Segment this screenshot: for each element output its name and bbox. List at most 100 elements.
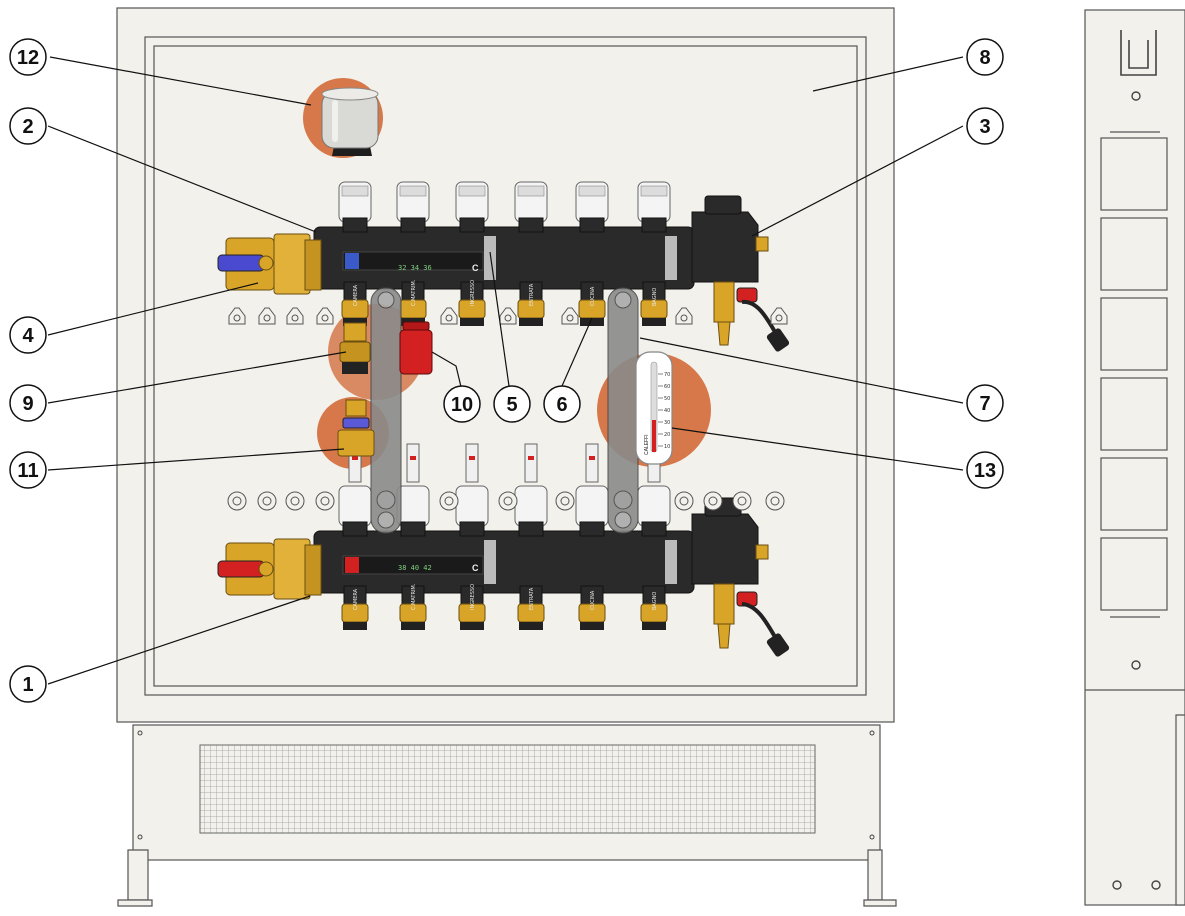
supply-ball-valve xyxy=(217,538,322,600)
callout-number: 7 xyxy=(979,393,990,415)
callout-5: 5 xyxy=(493,385,531,423)
return-ball-valve xyxy=(217,233,322,295)
flow-meter xyxy=(465,443,479,483)
fixing-eyelet xyxy=(770,307,788,325)
supply_manifold-port-label: BAGNO xyxy=(652,592,658,610)
supply_manifold-separator xyxy=(484,540,496,584)
supply_manifold-port-label: ENTRATA xyxy=(529,587,535,610)
callout-bubble xyxy=(9,316,47,354)
fixing-eyelet xyxy=(440,307,458,325)
supply_manifold-outlet-nut xyxy=(580,622,604,630)
fixing-eyelet xyxy=(257,491,277,511)
fixing-eyelet xyxy=(703,491,723,511)
fixing-eyelets-upper xyxy=(228,307,788,325)
fixing-eyelets-lower xyxy=(227,491,785,511)
cabinet-inner-frame-outer xyxy=(144,36,867,696)
thermometer-tick-label: 20 xyxy=(664,432,670,438)
callout-4: 4 xyxy=(9,316,47,354)
return_manifold-port-neck xyxy=(400,217,426,233)
supply_manifold-port-label: CUCINA xyxy=(590,590,596,610)
return_manifold-port-neck xyxy=(459,217,485,233)
return_manifold-scale-window xyxy=(342,251,484,271)
thermometer-tick-label: 60 xyxy=(664,384,670,390)
return_manifold-port-label: C.MATRIM. xyxy=(411,279,417,306)
return-brand-suffix: C xyxy=(472,263,479,273)
fixing-eyelet xyxy=(285,491,305,511)
supply_manifold-outlet-nut xyxy=(519,622,543,630)
side-slots xyxy=(1100,131,1168,618)
supply-scale-text: 38 40 42 xyxy=(398,564,432,572)
side-hook xyxy=(1120,30,1157,76)
fixing-eyelet-hole xyxy=(233,314,241,322)
callout-10: 10 xyxy=(443,385,481,423)
return_manifold-port-label: CUCINA xyxy=(590,286,596,306)
return-valve-cap-grip xyxy=(517,185,545,197)
supply_manifold-port-neck xyxy=(342,521,368,537)
fixing-eyelet-hole xyxy=(290,496,300,506)
fixing-eyelet xyxy=(439,491,459,511)
thermometer-tick-label: 30 xyxy=(664,420,670,426)
callout-6: 6 xyxy=(543,385,581,423)
flow-meter xyxy=(585,443,599,483)
return_manifold-port-label: BAGNO xyxy=(652,288,658,306)
callout-number: 3 xyxy=(979,116,990,138)
fixing-eyelet xyxy=(315,491,335,511)
supply_manifold-separator-right xyxy=(665,540,677,584)
electrothermal-actuator xyxy=(321,87,379,156)
supply-brand-suffix: C xyxy=(472,563,479,573)
fixing-eyelet-hole xyxy=(232,496,242,506)
supply_manifold-port-label: INGRESSO xyxy=(470,584,476,610)
callout-number: 8 xyxy=(979,47,990,69)
callout-13: 13 xyxy=(966,451,1004,489)
callout-number: 11 xyxy=(17,460,38,482)
pipe-fitting xyxy=(339,322,371,374)
fixing-eyelet-hole xyxy=(566,314,574,322)
return_manifold-port-label: ENTRATA xyxy=(529,283,535,306)
callout-number: 6 xyxy=(556,394,567,416)
flow-meter-indicator xyxy=(352,456,358,460)
fixing-eyelet-hole xyxy=(680,314,688,322)
fixing-eyelet xyxy=(498,491,518,511)
fixing-eyelet xyxy=(561,307,579,325)
flow-meter-cap xyxy=(575,485,609,527)
callout-number: 5 xyxy=(506,394,517,416)
return_manifold-outlet-nut xyxy=(642,318,666,326)
flow-meter-cap xyxy=(455,485,489,527)
callout-number: 4 xyxy=(22,325,34,347)
return_manifold-separator-right xyxy=(665,236,677,280)
callout-number: 13 xyxy=(974,460,996,482)
return_manifold-port-label: INGRESSO xyxy=(470,280,476,306)
ventilation-grille xyxy=(199,744,816,834)
return-air-vent-group xyxy=(691,195,790,352)
return_manifold-port-label: CAMERA xyxy=(353,284,359,306)
return-valve-cap-grip xyxy=(341,185,369,197)
callout-3: 3 xyxy=(966,107,1004,145)
fixing-eyelet-hole xyxy=(504,314,512,322)
panel-screws xyxy=(137,730,875,840)
flow-meter-cap xyxy=(338,485,372,527)
supply_manifold-port-neck xyxy=(579,521,605,537)
blanking-plug xyxy=(399,321,433,375)
fixing-eyelet-hole xyxy=(775,314,783,322)
return_manifold-port-neck xyxy=(641,217,667,233)
return-valve-cap-grip xyxy=(578,185,606,197)
callout-bubble xyxy=(9,451,47,489)
flow-meter-cap xyxy=(396,485,430,527)
callout-number: 12 xyxy=(17,47,39,69)
callout-bubble xyxy=(543,385,581,423)
flow-meter xyxy=(406,443,420,483)
callout-bubble xyxy=(9,665,47,703)
fixing-eyelet-hole xyxy=(737,496,747,506)
callout-8: 8 xyxy=(966,38,1004,76)
supply_manifold-port-label: CAMERA xyxy=(353,588,359,610)
supply-air-vent-group xyxy=(691,497,790,657)
return-manifold: CAMERA C.MATRIM. INGRESSO ENTRATA CUCINA BAGN… xyxy=(313,181,695,326)
callout-bubble xyxy=(493,385,531,423)
callout-bubble xyxy=(966,38,1004,76)
supply_manifold-port-neck xyxy=(641,521,667,537)
fixing-eyelet xyxy=(674,491,694,511)
fixing-eyelet-hole xyxy=(679,496,689,506)
